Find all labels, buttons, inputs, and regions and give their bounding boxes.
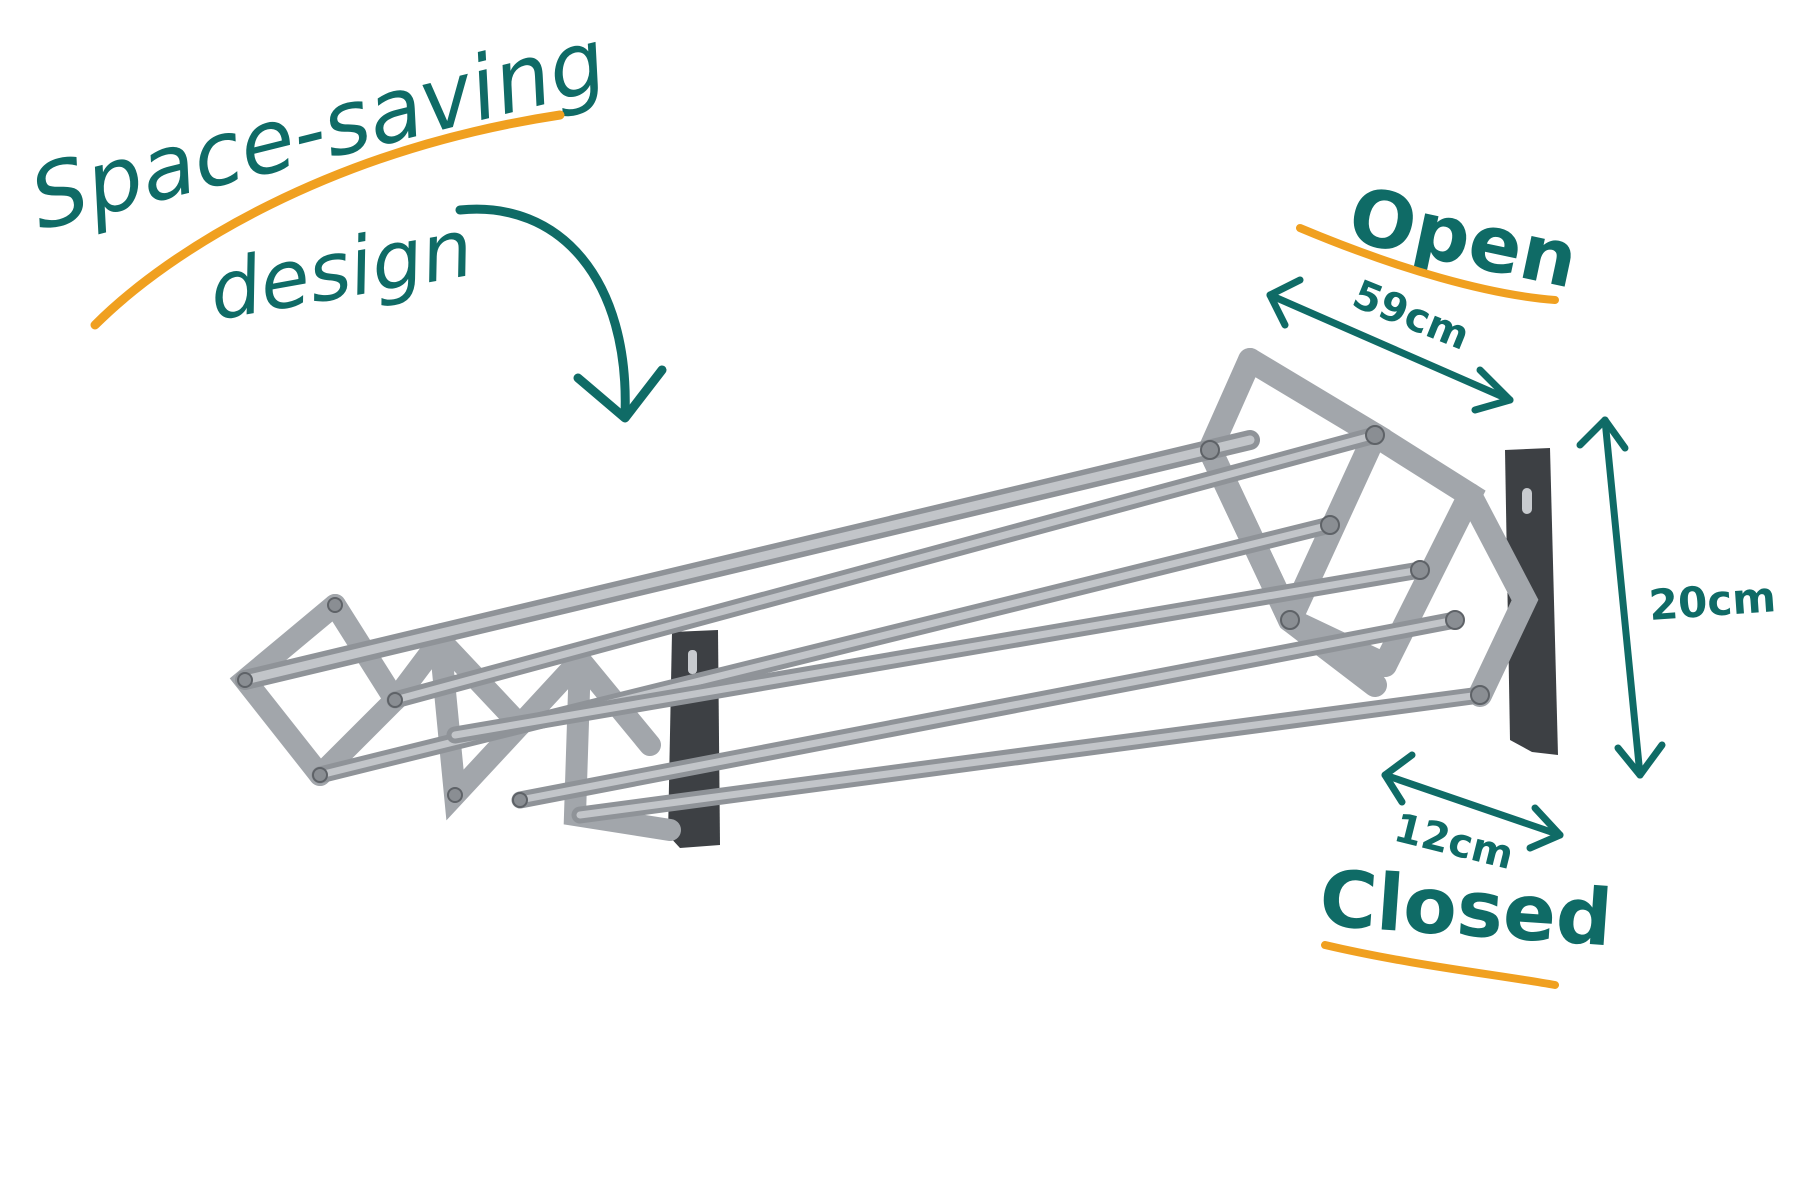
space-saving-callout: Space-saving design (20, 8, 667, 423)
wall-bracket-near-slot (688, 650, 697, 674)
closed-title: Closed (1317, 854, 1615, 964)
depth-arrow-left-head-icon (1381, 751, 1416, 806)
height-label: 20cm (1647, 572, 1777, 630)
curved-arrow-head-icon (573, 365, 667, 423)
closed-underline (1321, 941, 1559, 989)
width-arrow-right-head-icon (1471, 366, 1514, 414)
depth-arrow-right-head-icon (1526, 804, 1564, 852)
height-arrow-top-head-icon (1576, 416, 1629, 452)
pivot-rivets (237, 425, 1490, 808)
width-arrow-left-head-icon (1266, 276, 1304, 329)
height-arrow-icon (1601, 416, 1644, 779)
wall-bracket-far-slot (1522, 488, 1532, 514)
height-arrow-bottom-head-icon (1614, 741, 1666, 779)
curved-arrow-icon (455, 204, 630, 420)
drying-rails (235, 426, 1489, 824)
open-underline (1296, 224, 1559, 304)
callout-underline (90, 110, 565, 330)
drying-rack (229, 348, 1558, 848)
width-arrow-icon (1266, 291, 1514, 404)
depth-arrow-icon (1381, 771, 1564, 839)
